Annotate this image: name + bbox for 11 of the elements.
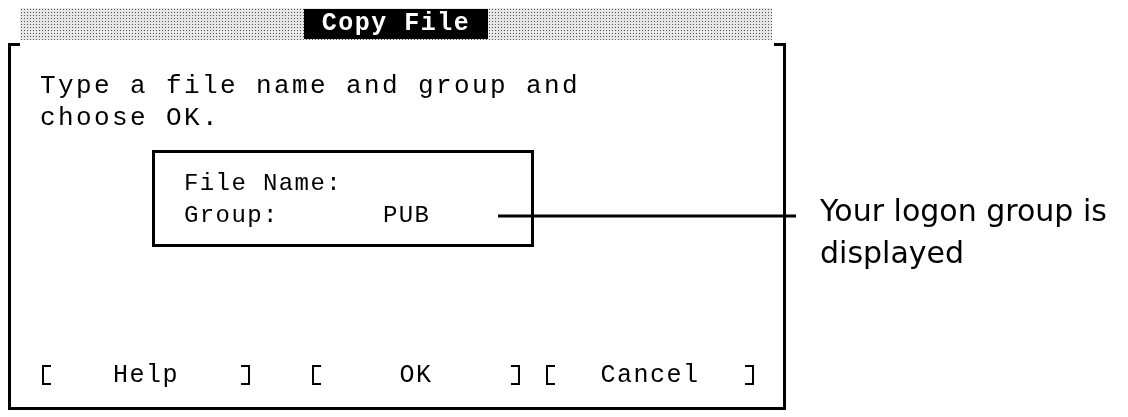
- dialog-button: OK: [310, 360, 522, 390]
- callout-text: Your logon group is displayed: [796, 190, 1128, 274]
- dialog-title: Copy File: [303, 9, 489, 39]
- instruction-text: Type a file name and group and choose OK.: [40, 70, 582, 134]
- field-value: PUB: [383, 201, 498, 231]
- dialog-button: Cancel: [544, 360, 756, 390]
- dialog-button: Help: [40, 360, 252, 390]
- field-label: Group:: [184, 201, 279, 231]
- leader-line: [498, 214, 796, 218]
- input-panel: [152, 150, 534, 247]
- field-label: File Name:: [184, 169, 343, 199]
